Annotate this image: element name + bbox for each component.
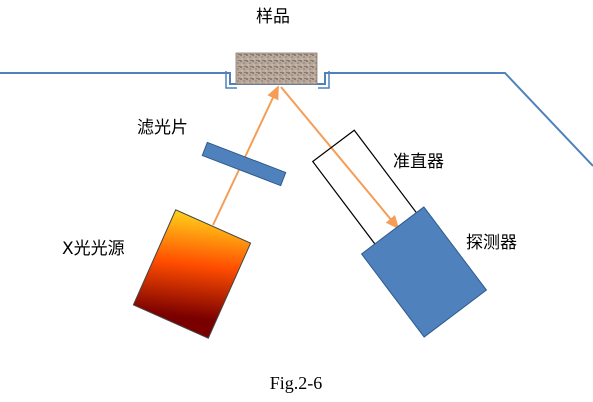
label-detector: 探测器 (466, 233, 517, 253)
figure-caption: Fig.2-6 (270, 373, 323, 393)
label-xray-source: X光光源 (62, 239, 125, 259)
detector-block (360, 206, 488, 338)
label-collimator: 准直器 (393, 152, 444, 172)
sample-block (235, 52, 318, 85)
label-sample: 样品 (256, 7, 290, 27)
incident-beam (212, 85, 279, 226)
surface-line (0, 72, 593, 167)
label-filter: 滤光片 (137, 118, 188, 138)
sample-holder-left (225, 71, 237, 89)
fluorescence-beam (280, 86, 400, 230)
filter-plate (201, 141, 287, 187)
xray-source-block (132, 209, 252, 339)
sample-holder-right (318, 71, 330, 89)
